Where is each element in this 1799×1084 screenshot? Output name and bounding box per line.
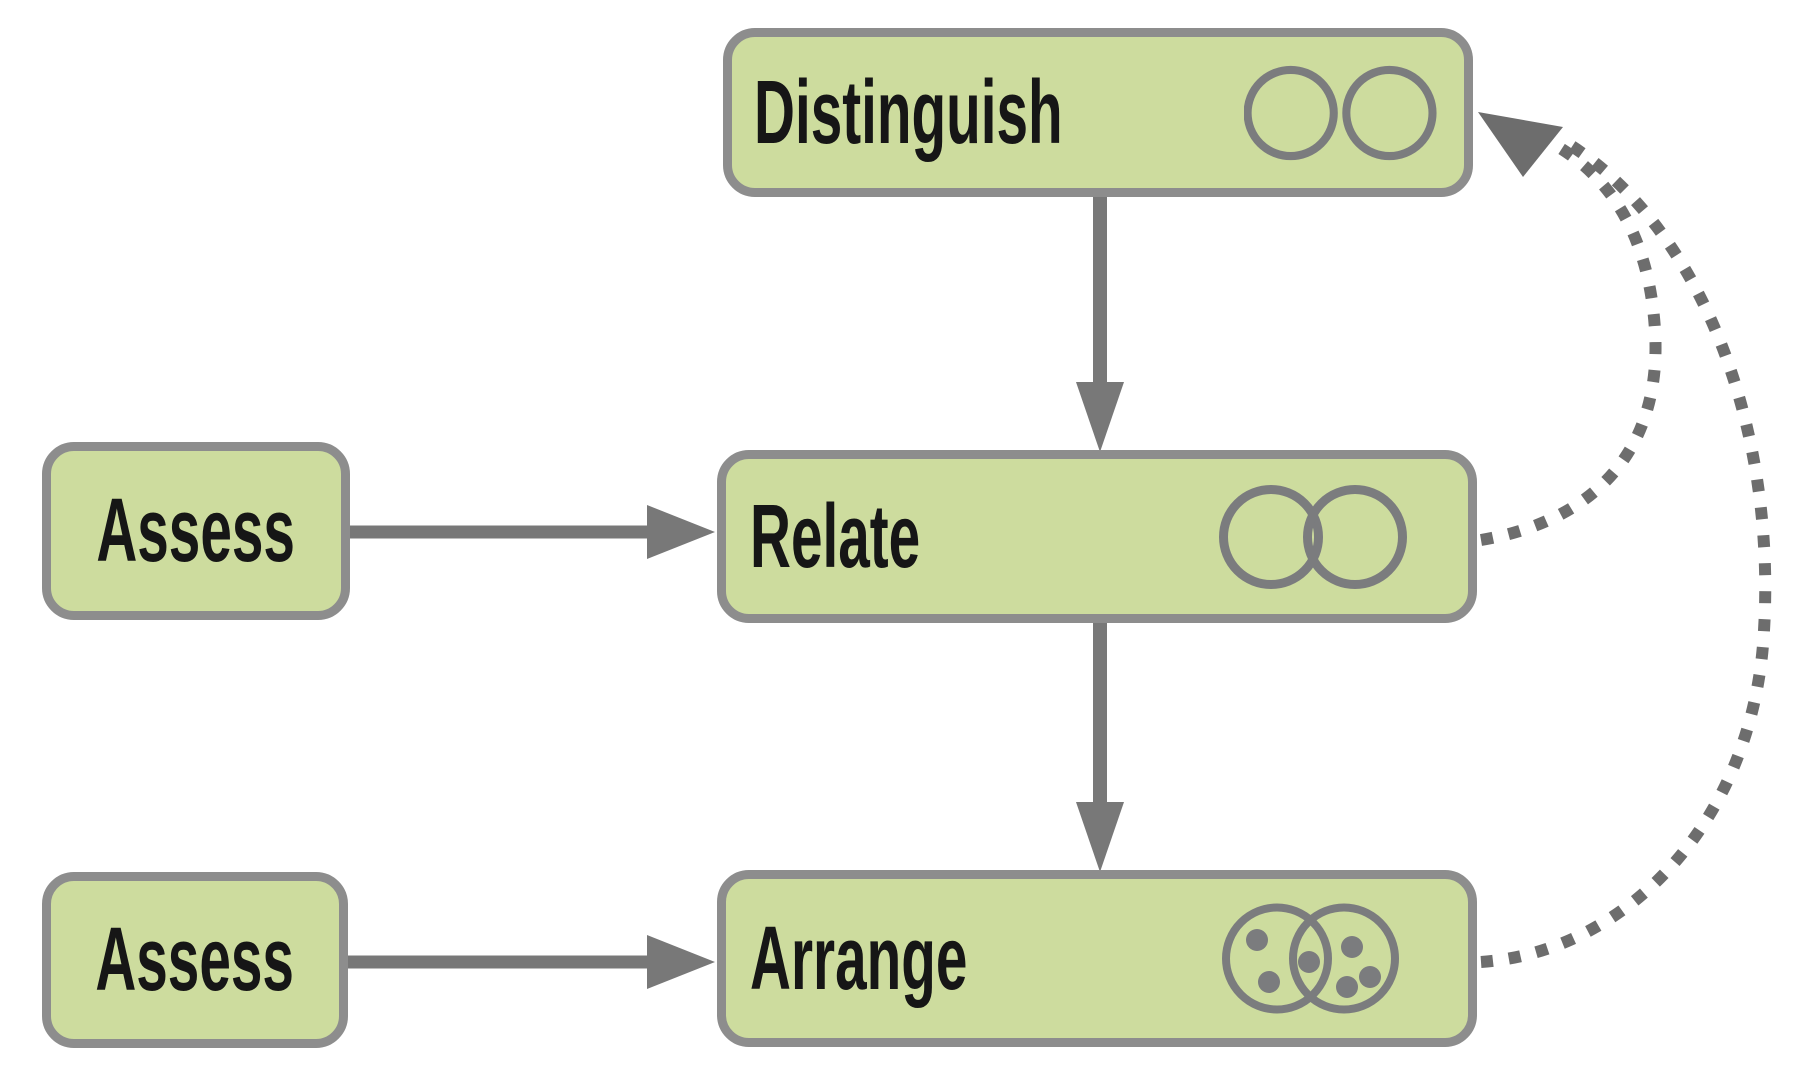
arrow-relate-to-arrange (1076, 618, 1124, 872)
dotted-arrowhead (1478, 112, 1563, 177)
node-relate-label: Relate (750, 486, 921, 587)
node-arrange-label: Arrange (750, 908, 968, 1009)
arrow-distinguish-to-relate (1076, 192, 1124, 452)
node-assess-top-label: Assess (96, 481, 296, 581)
node-distinguish: Distinguish (723, 28, 1473, 197)
arrow-assess-to-relate (347, 505, 715, 559)
node-assess-top: Assess (42, 442, 350, 620)
node-assess-bottom-label: Assess (95, 910, 295, 1010)
two-separate-circles-icon (1244, 65, 1437, 160)
two-overlapping-circles-with-dots-icon (1222, 903, 1399, 1014)
node-assess-bottom: Assess (42, 872, 348, 1048)
node-distinguish-label: Distinguish (754, 62, 1063, 163)
two-overlapping-circles-icon (1219, 484, 1407, 589)
dotted-arc-arrange-to-distinguish (1480, 134, 1772, 968)
arrow-assess-to-arrange (347, 935, 715, 989)
node-relate: Relate (717, 450, 1477, 623)
node-arrange: Arrange (717, 870, 1477, 1047)
dotted-arc-relate-to-distinguish (1480, 136, 1662, 546)
